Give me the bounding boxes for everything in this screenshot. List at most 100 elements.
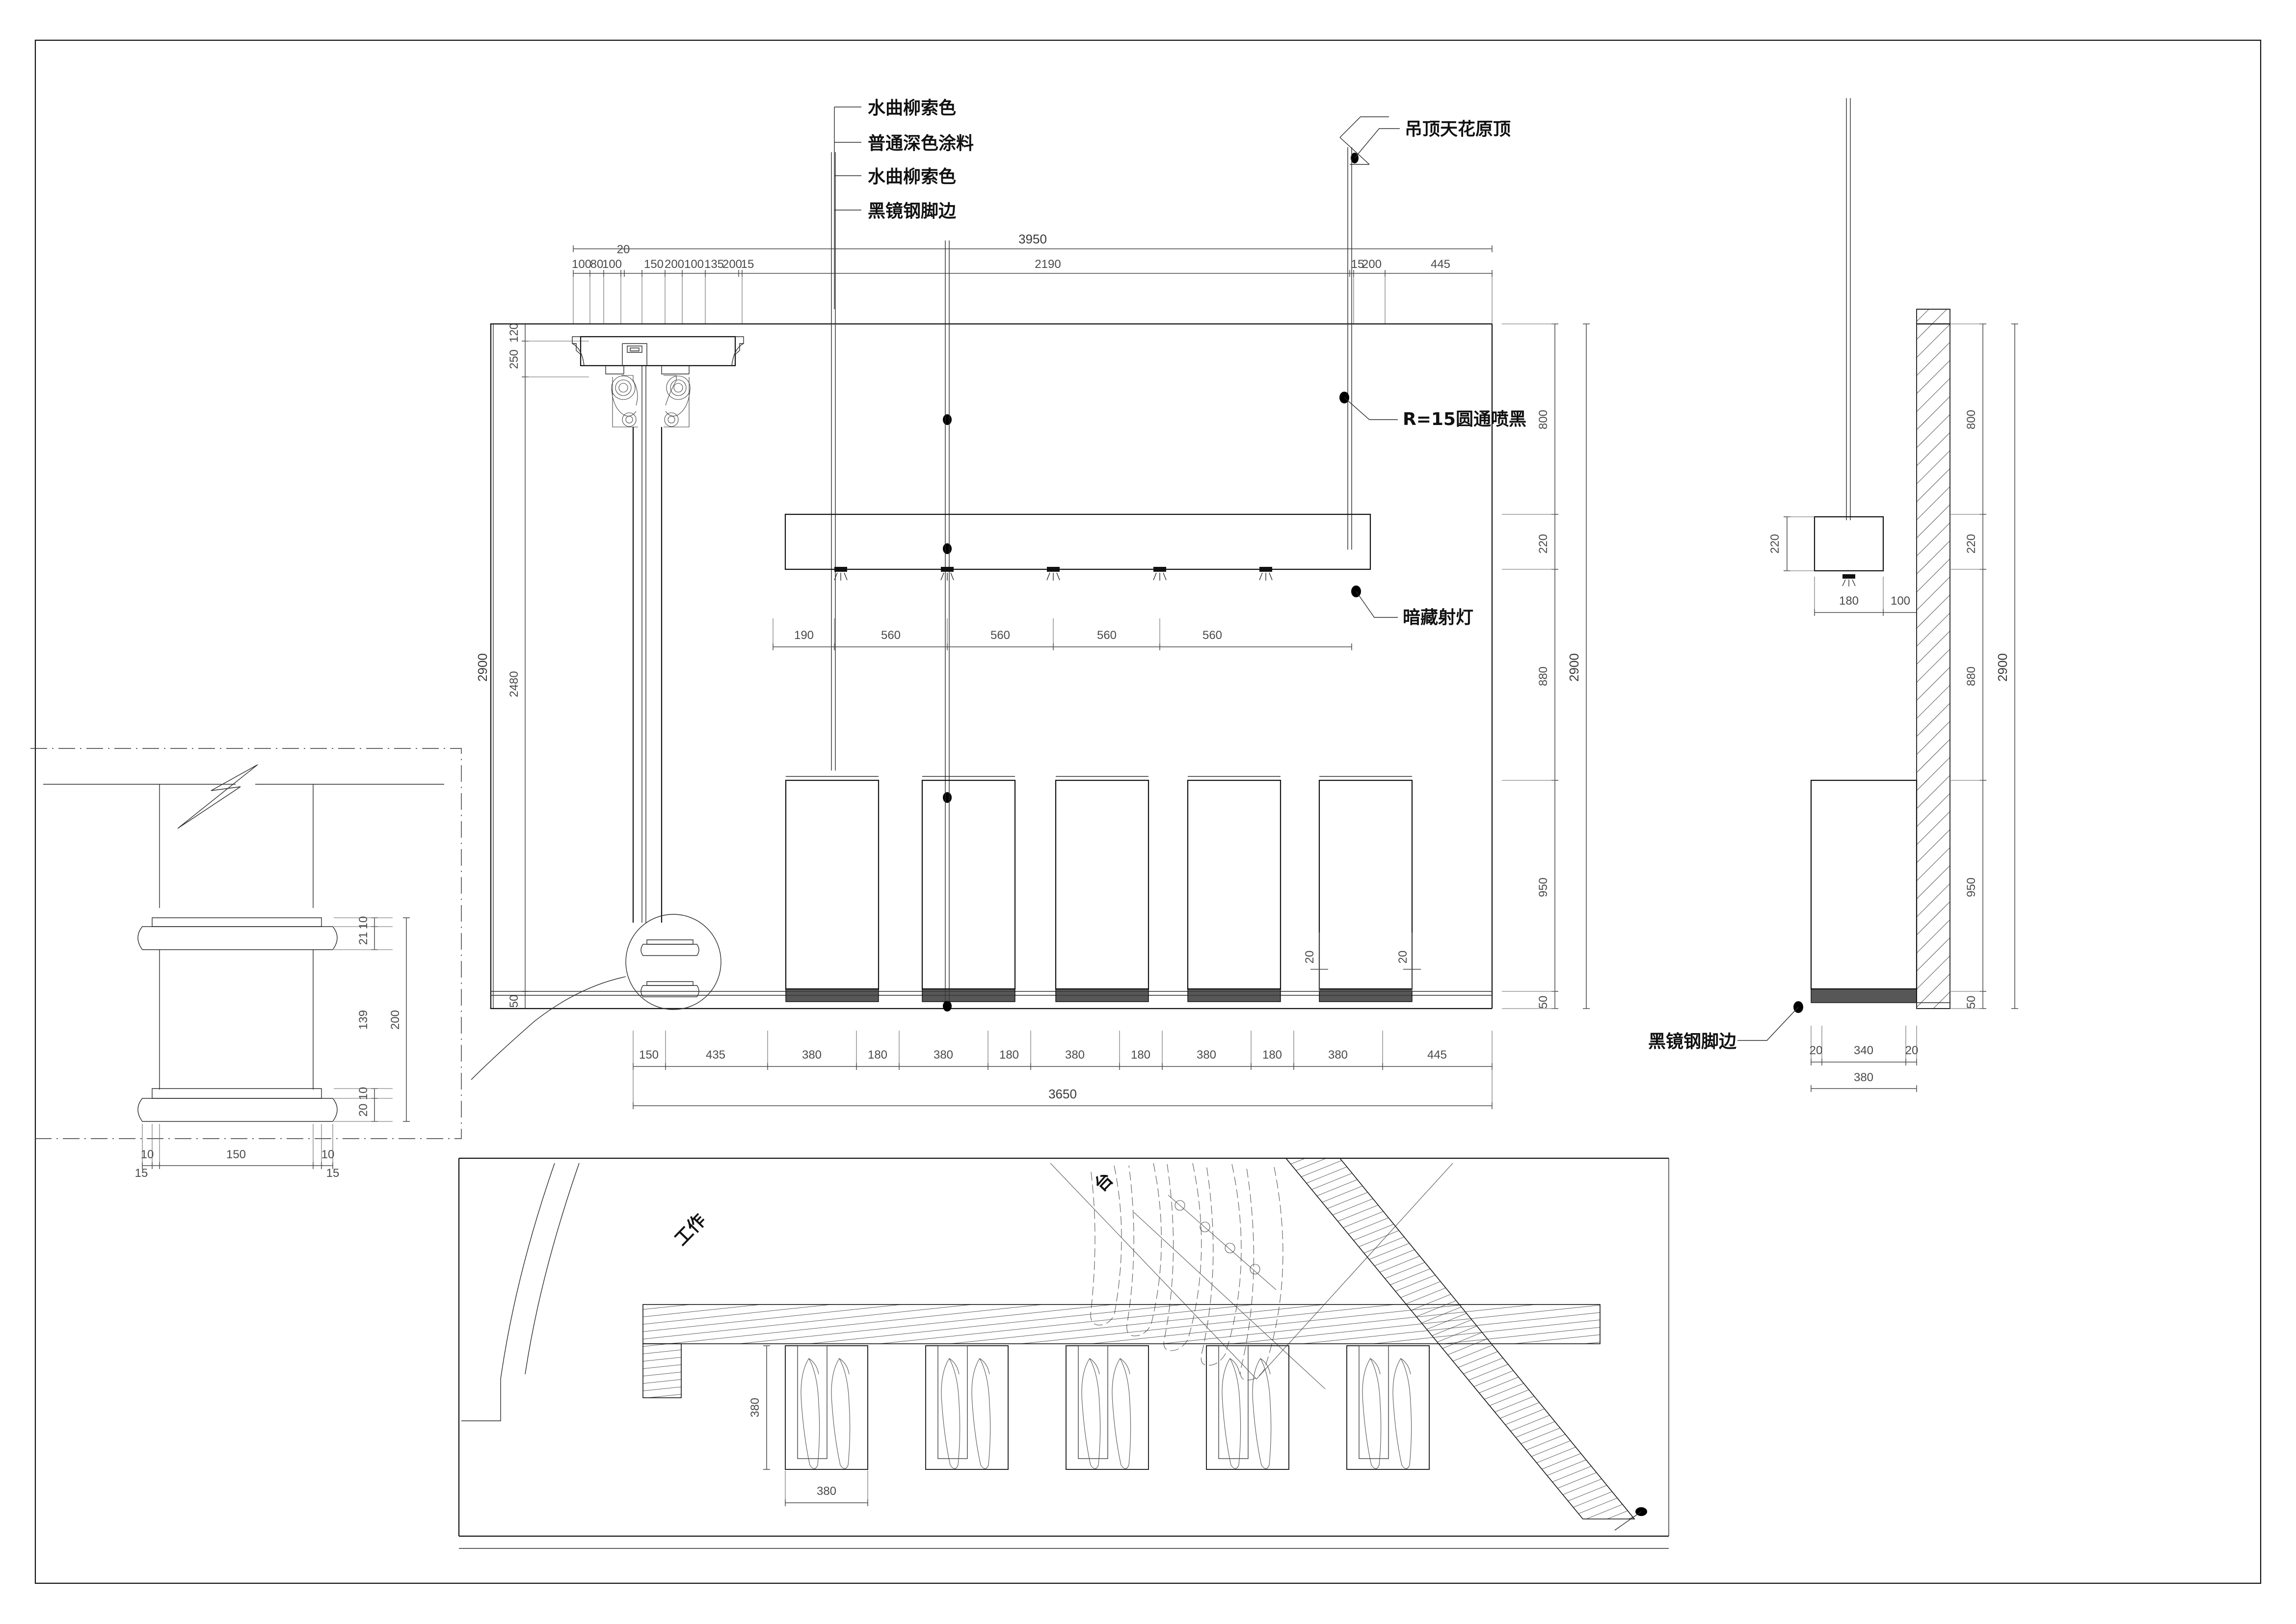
bot-dim-9: 380 xyxy=(1197,1048,1216,1062)
left-dim-seg-3: 2480 xyxy=(507,671,521,697)
node-dot-b xyxy=(943,543,952,554)
section-cabinet xyxy=(1810,779,1950,1003)
bot-dim-6: 180 xyxy=(999,1048,1019,1062)
panel-gap-dim-left: 20 xyxy=(1303,932,1328,991)
right-dim-2: 220 xyxy=(1537,534,1550,554)
left-dim-seg-4: 50 xyxy=(507,995,521,1008)
top-dim-seg-4: 150 xyxy=(644,258,664,271)
coldet-dim-3: 139 xyxy=(357,1010,370,1030)
spotlight-fixture-group xyxy=(834,567,1273,581)
note-label-2: 普通深色涂料 xyxy=(868,133,974,154)
skirt-total-dim: 380 xyxy=(1854,1071,1873,1084)
plan-counter-wall xyxy=(642,1304,1601,1398)
ceiling-note-label: 吊顶天花原顶 xyxy=(1405,119,1511,139)
panel-gap-dim-2: 20 xyxy=(1396,951,1410,964)
top-dim-seg-11: 15 xyxy=(1351,258,1364,271)
left-vertical-dimension-chain: 2900 120 250 2480 50 xyxy=(475,323,589,1009)
top-dim-seg-2: 80 xyxy=(590,258,604,271)
left-dim-seg-1: 120 xyxy=(507,323,521,343)
right-dim-1: 800 xyxy=(1537,410,1550,429)
bottom-plan-view: 工作 台 xyxy=(458,1157,1669,1549)
spotlight-note-label: 暗藏射灯 xyxy=(1403,608,1473,628)
display-panel-3 xyxy=(1055,776,1149,1002)
coldet-dim-4: 10 xyxy=(357,1087,370,1100)
leader-note-stack: 水曲柳索色 普通深色涂料 水曲柳索色 黑镜钢脚边 xyxy=(834,98,974,309)
spot-dim-5: 560 xyxy=(1202,629,1222,642)
right-total-dim: 2900 xyxy=(1567,653,1581,682)
ceiling-leader-note: 吊顶天花原顶 xyxy=(1339,116,1511,165)
note-label-3: 水曲柳索色 xyxy=(868,167,956,187)
bot-dim-5: 380 xyxy=(934,1048,953,1062)
top-dim-seg-5: 200 xyxy=(665,258,684,271)
panel-gap-dim-right: 20 xyxy=(1396,932,1421,991)
node-dot-c xyxy=(943,792,952,803)
section-wall-hatch xyxy=(1916,309,1950,1009)
spotlight-spacing-dimension: 190 560 560 560 560 xyxy=(773,618,1352,650)
top-dimension-chain: 3950 xyxy=(572,232,1493,324)
coldet-total-dim: 200 xyxy=(389,1010,402,1030)
coldet-h-dim-3: 150 xyxy=(226,1148,246,1161)
top-dim-seg-3: 100 xyxy=(602,258,622,271)
coldet-dim-5: 20 xyxy=(357,1104,370,1117)
left-dim-seg-2: 250 xyxy=(507,349,521,369)
skirting-leader-note: 黑镜钢脚边 xyxy=(1648,1001,1803,1052)
plan-niche-1 xyxy=(785,1345,868,1470)
sec-dim-3: 880 xyxy=(1965,666,1978,686)
top-dim-seg-1: 100 xyxy=(572,258,591,271)
skirting-note-label: 黑镜钢脚边 xyxy=(1648,1032,1736,1052)
plan-width-dimension: 380 xyxy=(785,1470,868,1506)
node-dot-d xyxy=(943,1001,952,1012)
top-dim-seg-6: 100 xyxy=(684,258,704,271)
top-dim-seg-10: 2190 xyxy=(1035,258,1061,271)
note-label-1: 水曲柳索色 xyxy=(868,98,956,118)
coldet-h-dim-1: 15 xyxy=(135,1167,148,1180)
sec-dim-2: 220 xyxy=(1965,534,1978,554)
coldet-dim-2: 21 xyxy=(357,932,370,945)
node-dot-a xyxy=(943,414,952,425)
left-total-dim: 2900 xyxy=(475,653,490,682)
column-capital-ornament xyxy=(572,336,744,923)
bottom-dimension-chain: 150 435 380 180 380 180 380 180 380 180 … xyxy=(633,1031,1493,1109)
bot-dim-11: 380 xyxy=(1328,1048,1348,1062)
section-box-height: 220 xyxy=(1768,534,1782,554)
bot-dim-1: 150 xyxy=(639,1048,659,1062)
plan-niche-2 xyxy=(925,1345,1009,1470)
skirt-dim-2: 340 xyxy=(1854,1044,1873,1057)
sec-dim-5: 50 xyxy=(1965,996,1978,1009)
coldet-h-dim-5: 15 xyxy=(326,1167,340,1180)
plan-depth-dim: 380 xyxy=(748,1398,762,1417)
skirt-dim-3: 20 xyxy=(1905,1044,1919,1057)
section-box-width-dim: 180 100 xyxy=(1814,577,1917,616)
bot-dim-3: 380 xyxy=(802,1048,822,1062)
right-dim-3: 880 xyxy=(1537,666,1550,686)
sec-dim-1: 800 xyxy=(1965,410,1978,429)
spot-dim-2: 560 xyxy=(881,629,901,642)
top-dim-seg-13: 445 xyxy=(1431,258,1450,271)
right-vertical-dimension-chain: 800 220 880 950 50 2900 xyxy=(1502,323,1590,1009)
spot-dim-3: 560 xyxy=(990,629,1010,642)
detail-callout-circle xyxy=(471,914,721,1080)
ceiling-drop-rods xyxy=(831,147,1352,1012)
top-dim-seg-12: 200 xyxy=(1362,258,1382,271)
bot-dim-4: 180 xyxy=(868,1048,887,1062)
section-box-height-dim: 220 xyxy=(1768,516,1815,571)
panel-gap-dim-1: 20 xyxy=(1303,951,1316,964)
column-base-detail: 10 21 139 10 20 200 xyxy=(30,748,462,1180)
right-dim-5: 50 xyxy=(1537,996,1550,1009)
note-label-4: 黑镜钢脚边 xyxy=(868,201,956,221)
plan-niche-5 xyxy=(1346,1345,1430,1470)
right-dim-4: 950 xyxy=(1537,878,1550,897)
section-vertical-dimension-chain: 800 220 880 950 50 2900 xyxy=(1950,323,2018,1009)
bot-dim-2: 435 xyxy=(706,1048,725,1062)
coldet-dim-1: 10 xyxy=(357,916,370,930)
skirt-dim-1: 20 xyxy=(1810,1044,1823,1057)
plan-width-dim: 380 xyxy=(817,1485,836,1498)
display-panel-1 xyxy=(785,776,880,1002)
section-wall-gap: 100 xyxy=(1891,594,1910,608)
top-total-dim: 3950 xyxy=(1018,232,1047,246)
bot-dim-7: 380 xyxy=(1065,1048,1085,1062)
column-detail-vertical-dims: 10 21 139 10 20 200 xyxy=(334,916,410,1122)
top-dim-seg-9: 15 xyxy=(741,258,754,271)
